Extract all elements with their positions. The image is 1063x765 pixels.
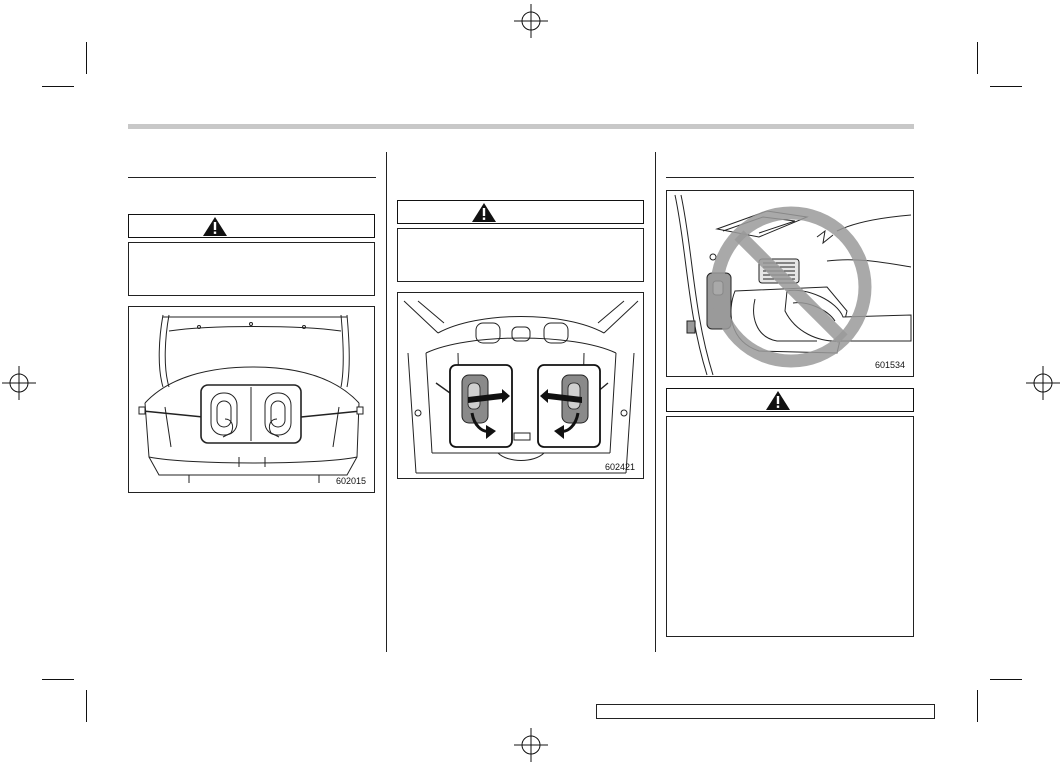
section-rule bbox=[128, 177, 376, 178]
section-rule bbox=[666, 177, 914, 178]
header-bar bbox=[128, 124, 914, 129]
registration-mark-icon bbox=[2, 366, 36, 400]
figure-pedal-obstruction: 601534 bbox=[666, 190, 914, 377]
figure-trunk-hooks: 602015 bbox=[128, 306, 375, 493]
figure-code: 602015 bbox=[335, 476, 366, 486]
cargo-area-illustration bbox=[403, 300, 639, 474]
warning-body bbox=[666, 416, 914, 637]
warning-header bbox=[128, 214, 375, 238]
warning-triangle-icon bbox=[766, 391, 790, 410]
warning-triangle-icon bbox=[203, 217, 227, 236]
registration-mark-icon bbox=[514, 728, 548, 762]
warning-body bbox=[128, 242, 375, 296]
registration-mark-icon bbox=[514, 4, 548, 38]
registration-mark-icon bbox=[1026, 366, 1060, 400]
footer-page-box bbox=[596, 704, 935, 719]
column-divider bbox=[386, 152, 387, 652]
warning-header bbox=[666, 388, 914, 412]
warning-body bbox=[397, 228, 644, 282]
warning-header bbox=[397, 200, 644, 224]
figure-code: 602421 bbox=[604, 462, 635, 472]
figure-cargo-hooks: 602421 bbox=[397, 292, 644, 479]
trunk-illustration bbox=[138, 314, 364, 483]
pedal-illustration bbox=[674, 194, 912, 376]
warning-triangle-icon bbox=[472, 203, 496, 222]
figure-code: 601534 bbox=[874, 360, 905, 370]
column-divider bbox=[655, 152, 656, 652]
